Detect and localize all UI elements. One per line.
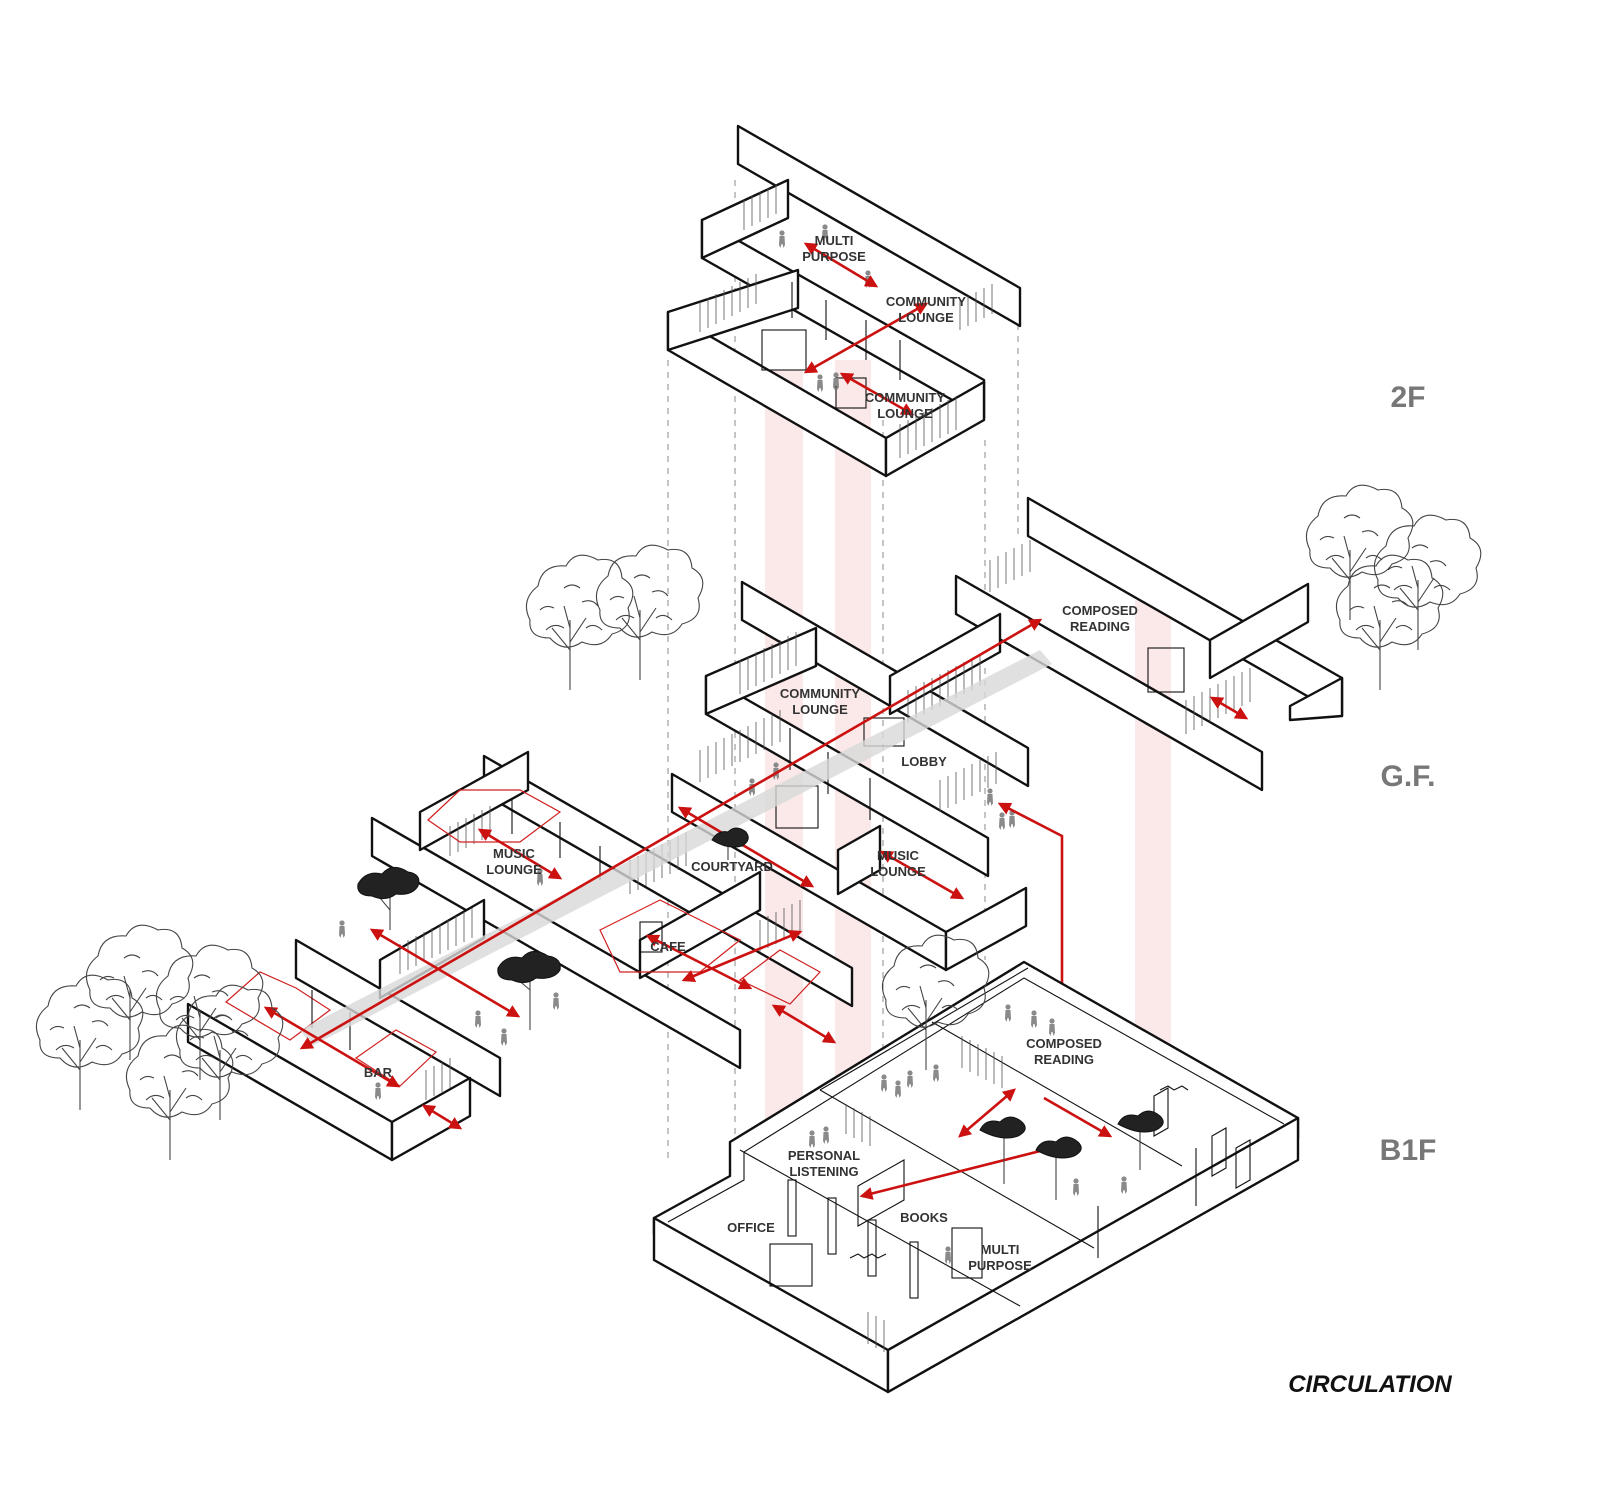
circulation-arrow [958,1088,1016,1138]
tree-icon [497,951,561,1030]
tree-icon [525,554,634,691]
space-label-bar: BAR [364,1065,393,1080]
tree-icon [1373,514,1482,651]
tree-icon [595,544,704,681]
space-label-lobby: LOBBY [901,754,947,769]
tree-icon [1305,484,1414,621]
person-icon [553,992,559,1010]
circulation-arrow [803,302,929,374]
diagram-title: CIRCULATION [1288,1371,1452,1398]
circulation-arrow [645,934,753,990]
floor-label-gf: G.F. [1380,760,1435,793]
circulation-arrow [421,1104,463,1130]
circulation-arrow [803,242,879,288]
circulation-arrow [369,928,521,1018]
person-icon [779,230,785,248]
person-icon [817,374,823,392]
floor-labels: 2F G.F. B1F [1380,381,1437,1167]
circulation-arrow [263,1006,401,1088]
floor-label-b1f: B1F [1380,1134,1437,1167]
tree-icon [357,867,420,930]
circulation-arrow [1043,1096,1113,1138]
circulation-arrow [879,850,965,900]
person-icon [987,788,993,806]
circulation-arrow [477,828,563,880]
space-label-cafe: CAFE [650,939,686,954]
circulation-arrow [859,1144,1061,1200]
tree-icon [979,1110,1164,1200]
person-icon [999,812,1005,830]
circulation-arrow [771,1004,837,1044]
space-label-office: OFFICE [727,1220,775,1235]
level-2f [666,124,1022,478]
floor-label-2f: 2F [1390,381,1425,414]
space-label-books: BOOKS [900,1210,948,1225]
circulation-arrow [839,372,915,416]
level-b1f [652,960,1300,1394]
person-icon [1009,810,1015,828]
tree-icon [1335,554,1444,691]
level-gf [186,496,1344,1162]
person-icon [475,1010,481,1028]
circulation-arrow [677,806,815,888]
tree-icon [711,827,749,860]
trees [35,484,1482,1200]
circulation-arrow [1209,696,1249,720]
person-icon [339,920,345,938]
space-label-courtyard: COURTYARD [691,859,773,874]
person-icon [501,1028,507,1046]
person-icon [375,1082,381,1100]
